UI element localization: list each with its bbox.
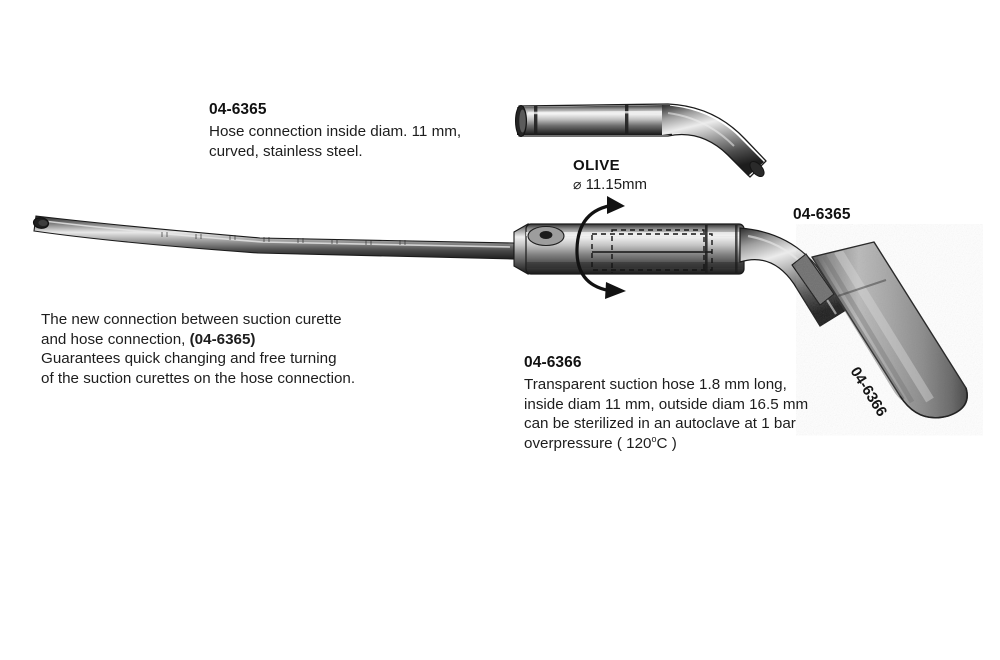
label-olive-diameter-value: 11.15mm — [585, 176, 648, 193]
label-suction-hose-line4-suffix: C ) — [656, 434, 677, 452]
rotation-arrow-graphic — [575, 196, 626, 299]
diameter-symbol-icon: ⌀ — [573, 176, 582, 192]
label-hose-connection-line2: curved, stainless steel. — [209, 142, 363, 160]
label-connection-note: The new connection between suction curet… — [41, 310, 355, 388]
note-line-1: The new connection between suction curet… — [41, 311, 342, 328]
label-hose-connection: 04-6365 Hose connection inside diam. 11 … — [209, 101, 461, 161]
label-hose-connection-code: 04-6365 — [209, 101, 267, 118]
transparent-suction-hose-graphic — [811, 241, 968, 419]
label-hose-connection-right: 04-6365 — [793, 206, 851, 224]
degree-symbol-icon: o — [651, 433, 657, 444]
label-suction-hose-line2: inside diam 11 mm, outside diam 16.5 mm — [524, 395, 809, 413]
label-hose-connection-right-code: 04-6365 — [793, 206, 851, 223]
connector-bend-graphic — [739, 227, 847, 327]
label-olive-diameter: ⌀ 11.15mm — [573, 176, 647, 193]
note-line-2-code: (04-6365) — [189, 330, 256, 348]
label-suction-hose-line4: overpressure ( 120oC ) — [524, 434, 808, 454]
label-olive: OLIVE ⌀ 11.15mm — [573, 157, 647, 193]
note-line-3: Guarantees quick changing and free turni… — [41, 350, 337, 367]
suction-curette-graphic — [32, 215, 515, 260]
label-suction-hose-line1: Transparent suction hose 1.8 mm long, — [524, 376, 787, 393]
label-hose-connection-line1: Hose connection inside diam. 11 mm, — [209, 123, 462, 140]
label-hose-on-part: 04-6366 — [846, 364, 891, 420]
label-suction-hose-line3: can be sterilized in an autoclave at 1 b… — [524, 415, 796, 432]
note-line-2: and hose connection, (04-6365) — [41, 330, 355, 350]
label-olive-title: OLIVE — [573, 157, 621, 174]
label-suction-hose: 04-6366 Transparent suction hose 1.8 mm … — [524, 354, 808, 453]
label-suction-hose-line4-prefix: overpressure ( 120 — [524, 434, 652, 452]
rotating-collar-graphic — [513, 223, 745, 275]
note-line-2-prefix: and hose connection, — [41, 330, 190, 348]
label-suction-hose-code: 04-6366 — [524, 354, 582, 371]
note-line-4: of the suction curettes on the hose conn… — [41, 369, 356, 387]
